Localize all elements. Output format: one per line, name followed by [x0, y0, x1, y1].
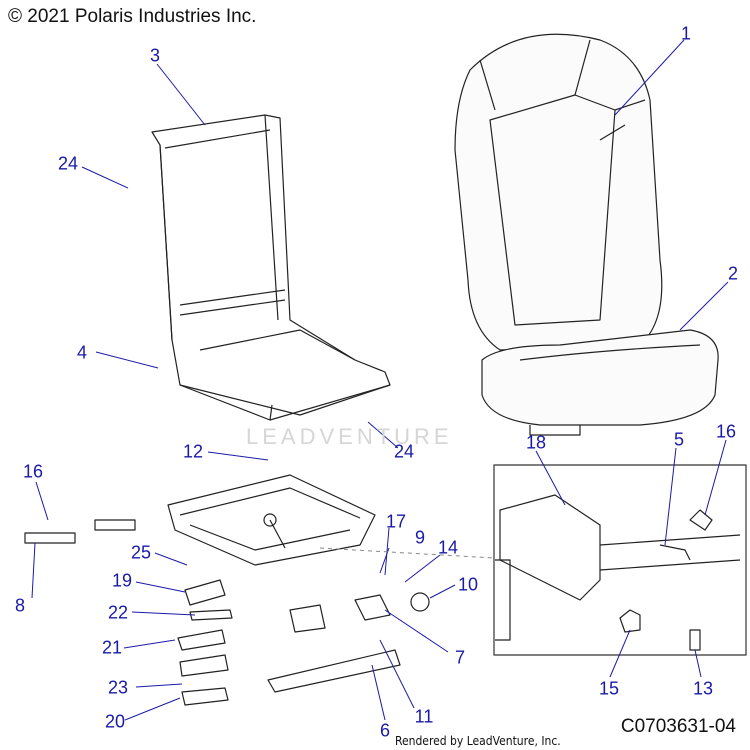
callout-4[interactable]: 4: [76, 342, 88, 363]
callout-2[interactable]: 2: [727, 263, 739, 284]
seat-back-cushion: [454, 33, 663, 351]
callout-10[interactable]: 10: [457, 574, 479, 595]
callout-15[interactable]: 15: [598, 678, 620, 699]
callout-11[interactable]: 11: [414, 706, 434, 727]
callout-16-inset[interactable]: 16: [715, 421, 737, 442]
callout-5[interactable]: 5: [673, 429, 685, 450]
callout-3[interactable]: 3: [149, 45, 161, 66]
watermark: LEADVENTURE: [246, 424, 453, 449]
seat-frame: [151, 114, 391, 421]
callout-24-bottom[interactable]: 24: [393, 441, 415, 462]
callout-7[interactable]: 7: [454, 647, 466, 668]
rendered-by-text: Rendered by LeadVenture, Inc.: [395, 734, 561, 748]
slider-rail-assembly: [167, 474, 376, 566]
callout-19[interactable]: 19: [111, 570, 133, 591]
callout-16-left[interactable]: 16: [22, 461, 44, 482]
callout-13[interactable]: 13: [692, 678, 714, 699]
callout-22[interactable]: 22: [107, 602, 129, 623]
copyright-text: © 2021 Polaris Industries Inc.: [8, 6, 257, 27]
seat-bottom-cushion: [481, 329, 719, 436]
leader-lines: [31, 39, 729, 721]
callout-1[interactable]: 1: [680, 23, 692, 44]
callout-23[interactable]: 23: [107, 677, 129, 698]
callout-21[interactable]: 21: [101, 637, 123, 658]
callout-25[interactable]: 25: [130, 542, 152, 563]
callout-12[interactable]: 12: [182, 441, 204, 462]
callout-20[interactable]: 20: [104, 711, 126, 732]
callout-18[interactable]: 18: [525, 432, 547, 453]
callout-9[interactable]: 9: [414, 527, 426, 548]
detail-inset: [493, 464, 747, 656]
callout-17[interactable]: 17: [385, 511, 407, 532]
callout-14[interactable]: 14: [437, 537, 459, 558]
callout-6[interactable]: 6: [379, 720, 391, 741]
callout-8[interactable]: 8: [14, 595, 26, 616]
alignment-line: [319, 547, 495, 559]
figure-code: C0703631-04: [620, 716, 736, 737]
small-parts: [24, 519, 430, 706]
callout-24-top[interactable]: 24: [57, 153, 79, 174]
